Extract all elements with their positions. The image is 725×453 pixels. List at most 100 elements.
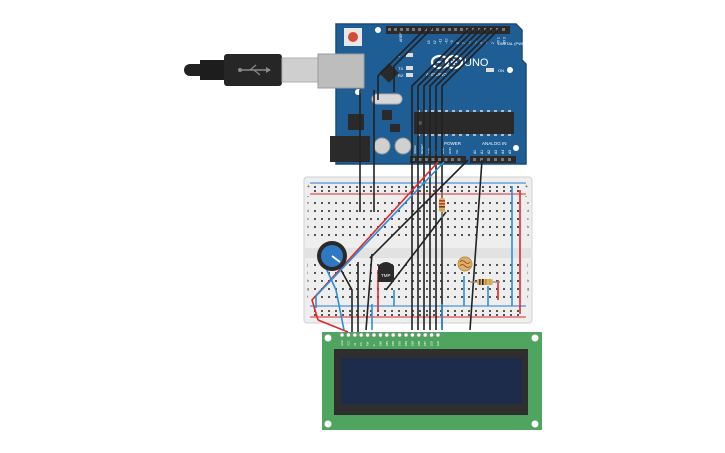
- breadboard-hole: [510, 310, 512, 312]
- breadboard-hole: [370, 202, 372, 204]
- lcd-pin-label: DB5: [410, 340, 414, 346]
- potentiometer[interactable]: [317, 241, 347, 271]
- reset-button[interactable]: [348, 32, 358, 42]
- wire-black[interactable]: [393, 27, 433, 92]
- lcd-pin[interactable]: [352, 332, 358, 338]
- wire-black[interactable]: [435, 27, 495, 330]
- wire-black[interactable]: [385, 211, 447, 291]
- lcd-pin[interactable]: [422, 332, 428, 338]
- breadboard-hole: [314, 186, 316, 188]
- lcd-pin[interactable]: [339, 332, 345, 338]
- wire-black[interactable]: [339, 267, 353, 332]
- mcu-pin: [424, 134, 427, 136]
- breadboard-hole: [475, 288, 477, 290]
- header-hole: [412, 28, 415, 31]
- lcd-pin[interactable]: [384, 332, 390, 338]
- header-hole: [394, 28, 397, 31]
- lcd-pin[interactable]: [346, 332, 351, 338]
- mcu-pin: [473, 110, 476, 112]
- wire-blue[interactable]: [325, 267, 345, 331]
- breadboard-hole: [517, 280, 519, 282]
- wire-black[interactable]: [365, 253, 373, 331]
- breadboard-hole: [342, 186, 344, 188]
- lcd-pin[interactable]: [429, 332, 434, 338]
- mount-hole-icon: [531, 420, 539, 428]
- lcd-pin-label: DB7: [423, 340, 427, 346]
- mcu-pin: [424, 110, 427, 112]
- breadboard-hole: [454, 234, 456, 236]
- lcd-pin[interactable]: [416, 332, 422, 338]
- breadboard-hole: [454, 218, 456, 220]
- temperature-sensor[interactable]: TMP: [378, 262, 394, 282]
- header-hole: [425, 158, 428, 161]
- analog-header[interactable]: [470, 156, 516, 163]
- breadboard-hole: [314, 202, 316, 204]
- wires-black[interactable]: [339, 27, 501, 332]
- lcd-pin[interactable]: [371, 332, 377, 338]
- lcd-pin[interactable]: [397, 332, 402, 338]
- wire-black[interactable]: [441, 27, 501, 330]
- analog-pin-label: A5: [508, 150, 512, 154]
- lcd-pin[interactable]: [378, 332, 383, 338]
- wire-red[interactable]: [317, 319, 349, 333]
- breadboard-hole: [461, 186, 463, 188]
- resistor-horizontal[interactable]: [470, 279, 500, 285]
- breadboard-hole: [419, 226, 421, 228]
- lcd-pin[interactable]: [358, 332, 364, 338]
- digital-pin-label: RX 0: [502, 37, 506, 44]
- header-hole: [442, 28, 445, 31]
- breadboard-hole: [321, 296, 323, 298]
- wire-black[interactable]: [423, 27, 483, 330]
- wires-blue[interactable]: [315, 161, 513, 331]
- wire-black[interactable]: [411, 27, 471, 330]
- breadboard-hole: [370, 218, 372, 220]
- lcd-pin-header[interactable]: [339, 332, 441, 338]
- lcd-pin-label: E: [372, 344, 376, 346]
- wire-blue[interactable]: [315, 161, 445, 297]
- photoresistor[interactable]: [457, 256, 473, 272]
- breadboard-hole: [349, 190, 351, 192]
- breadboard-hole: [405, 186, 407, 188]
- breadboard-hole: [412, 202, 414, 204]
- breadboard-hole: [419, 210, 421, 212]
- wire-black[interactable]: [429, 27, 489, 330]
- power-pin-label: Vin: [455, 149, 459, 154]
- usb-b-port[interactable]: [317, 53, 365, 89]
- lcd-pin[interactable]: [390, 332, 396, 338]
- breadboard-hole: [496, 190, 498, 192]
- breadboard-hole: [482, 210, 484, 212]
- breadboard-hole: [426, 296, 428, 298]
- breadboard-hole: [426, 280, 428, 282]
- lcd-pin[interactable]: [403, 332, 409, 338]
- capacitor: [373, 137, 391, 155]
- wire-black[interactable]: [377, 27, 427, 100]
- dc-power-jack[interactable]: [330, 136, 370, 162]
- breadboard-hole: [482, 264, 484, 266]
- lcd-pin[interactable]: [435, 332, 441, 338]
- lcd-pin-label: DB6: [417, 340, 421, 346]
- breadboard-hole: [349, 218, 351, 220]
- lcd-pin[interactable]: [410, 332, 415, 338]
- breadboard-hole: [482, 226, 484, 228]
- breadboard-hole: [314, 272, 316, 274]
- breadboard-hole: [370, 226, 372, 228]
- wire-red[interactable]: [311, 161, 439, 321]
- row-letter: c: [527, 216, 529, 221]
- wire-black[interactable]: [469, 159, 483, 331]
- breadboard-hole: [356, 280, 358, 282]
- resistor-vertical[interactable]: [439, 192, 445, 218]
- wire-black[interactable]: [369, 159, 469, 259]
- breadboard-hole: [335, 234, 337, 236]
- breadboard-hole: [335, 186, 337, 188]
- usb-cable[interactable]: [184, 54, 319, 86]
- breadboard-hole: [356, 264, 358, 266]
- mount-hole-icon: [375, 27, 381, 33]
- lcd-pin[interactable]: [365, 332, 370, 338]
- mcu-pin: [487, 134, 490, 136]
- breadboard-hole: [454, 288, 456, 290]
- wires-red[interactable]: [311, 161, 521, 333]
